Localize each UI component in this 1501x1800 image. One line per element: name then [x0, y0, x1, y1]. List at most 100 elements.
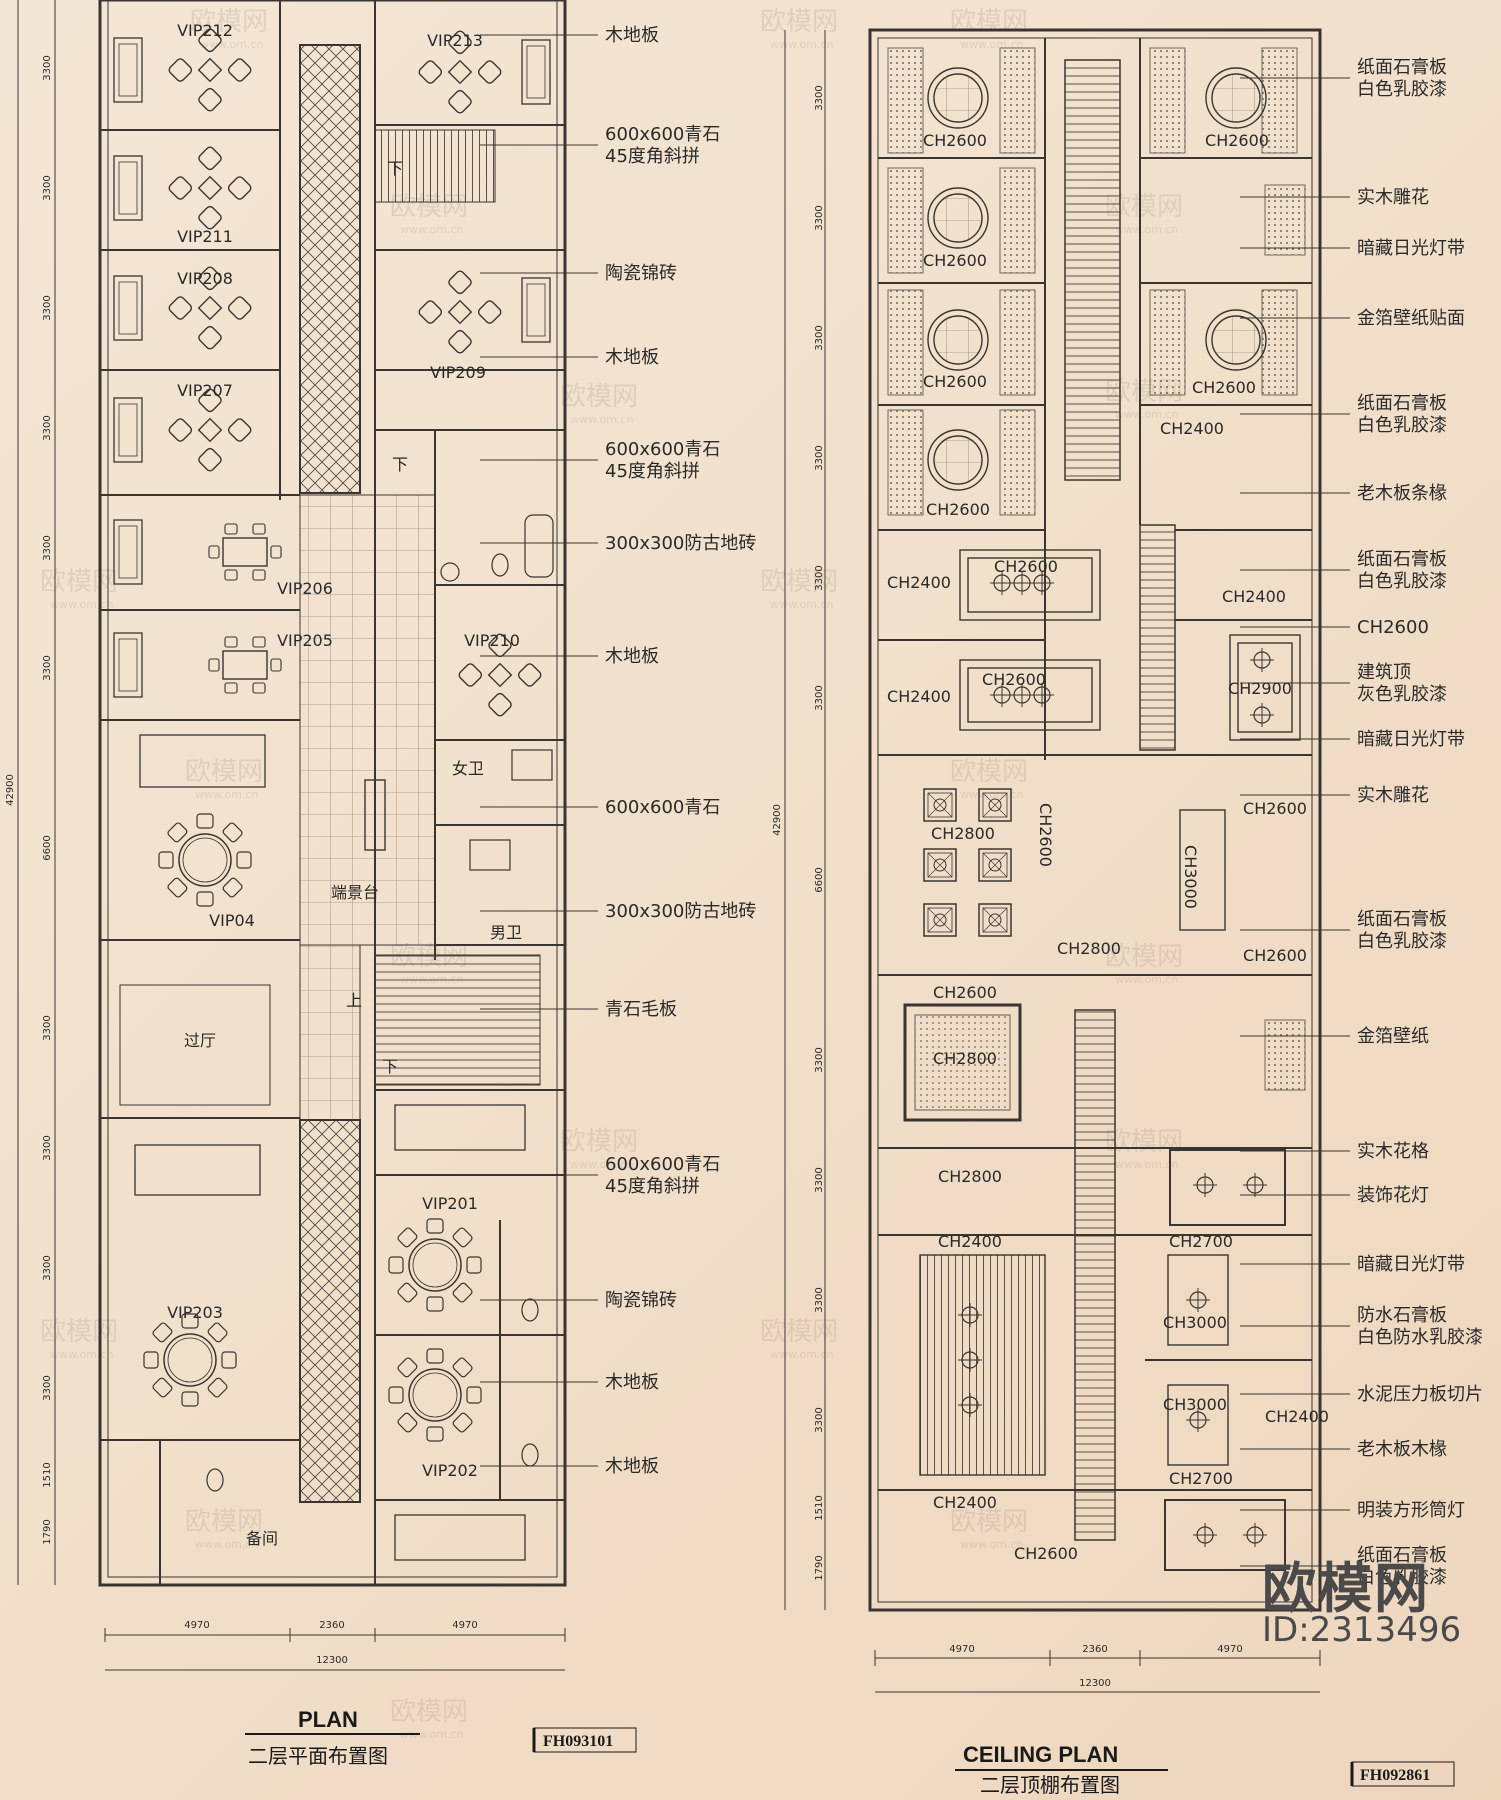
room-label-vip207: VIP207	[177, 381, 233, 400]
plan-title-en: PLAN	[298, 1707, 358, 1732]
ceiling-height-l2: CH2600	[1205, 131, 1269, 150]
ceiling-dim-10: 3300	[814, 1407, 825, 1432]
floor-plan	[98, 0, 567, 1587]
watermark-site-3: www.om.cn	[50, 598, 113, 611]
plan-callout-c8-line0: 600x600青石	[605, 797, 720, 818]
plan-dimension-labels: 3300330033003300330033006600330033003300…	[5, 55, 478, 1666]
ceiling-callout-k11-line0: 实木雕花	[1357, 785, 1429, 806]
ceiling-height-v1: CH2600	[1036, 803, 1055, 867]
ceiling-callout-k21-line1: 白色乳胶漆	[1357, 1567, 1447, 1588]
ceiling-dim-2: 3300	[814, 325, 825, 350]
ceiling-height-v2: CH3000	[1181, 845, 1200, 909]
plan-callout-c10-line0: 青石毛板	[605, 999, 677, 1020]
watermark-tile-18: 欧模网	[760, 7, 838, 37]
plan-dim-bottom-0: 4970	[184, 1620, 209, 1631]
room-label-vip213: VIP213	[427, 31, 483, 50]
plan-title-cn: 二层平面布置图	[248, 1744, 388, 1768]
ceiling-height-l11: CH2400	[887, 687, 951, 706]
ceiling-code: FH092861	[1360, 1767, 1430, 1784]
plan-callout-c12-line0: 陶瓷锦砖	[605, 1290, 677, 1311]
ceiling-callout-k12-line1: 白色乳胶漆	[1357, 931, 1447, 952]
watermark-site-1: www.om.cn	[400, 223, 463, 236]
plan-callout-c1-line0: 木地板	[605, 25, 659, 46]
ceiling-callout-k15-line0: 装饰花灯	[1357, 1185, 1429, 1206]
plan-dim-9: 3300	[42, 1255, 53, 1280]
watermark-tile-6: 欧模网	[950, 757, 1028, 787]
ceiling-height-l19: CH2800	[933, 1049, 997, 1068]
ceiling-callout-k5-line0: 纸面石膏板	[1357, 392, 1447, 414]
watermark-site-13: www.om.cn	[400, 1728, 463, 1741]
plan-dim-2: 3300	[42, 295, 53, 320]
ceiling-height-l20: CH2800	[938, 1167, 1002, 1186]
plan-callout-c4-line0: 木地板	[605, 347, 659, 368]
watermark-tile-5: 欧模网	[185, 757, 263, 787]
watermark-site-4: www.om.cn	[770, 598, 833, 611]
ceiling-callout-k17-line1: 白色防水乳胶漆	[1357, 1327, 1483, 1348]
plan-callout-c11-line0: 600x600青石	[605, 1154, 720, 1175]
plan-leaders	[480, 34, 598, 1467]
stair-mark-down3: 下	[382, 1057, 398, 1076]
plan-dim-10: 3300	[42, 1375, 53, 1400]
ceiling-callout-k17-line0: 防水石膏板	[1357, 1304, 1447, 1326]
room-label-lobby: 过厅	[184, 1031, 216, 1050]
watermark-tile-11: 欧模网	[185, 1507, 263, 1537]
ceiling-callout-k20-line0: 明装方形筒灯	[1357, 1500, 1465, 1521]
ceiling-callout-k2-line0: 实木雕花	[1357, 187, 1429, 208]
ceiling-dim-bottom-total: 12300	[1079, 1678, 1111, 1689]
ceiling-callout-k14-line0: 实木花格	[1357, 1141, 1429, 1162]
watermark-site-6: www.om.cn	[960, 788, 1023, 801]
plan-dim-8: 3300	[42, 1135, 53, 1160]
watermark-tile-8: 欧模网	[560, 1127, 638, 1157]
ceiling-title-cn: 二层顶棚布置图	[980, 1773, 1120, 1797]
plan-dim-total: 42900	[5, 774, 16, 806]
ceiling-height-l9: CH2600	[994, 557, 1058, 576]
ceiling-callout-k5-line1: 白色乳胶漆	[1357, 415, 1447, 436]
plan-callout-c13-line0: 木地板	[605, 1372, 659, 1393]
ceiling-callout-k8-line0: CH2600	[1357, 617, 1429, 638]
ceiling-callout-k16-line0: 暗藏日光灯带	[1357, 1254, 1465, 1275]
plan-callout-c2-line0: 600x600青石	[605, 124, 720, 145]
ceiling-dim-4: 3300	[814, 565, 825, 590]
plan-dim-1: 3300	[42, 175, 53, 200]
plan-dim-3: 3300	[42, 415, 53, 440]
ceiling-height-l7: CH2600	[926, 500, 990, 519]
plan-callout-c2-line1: 45度角斜拼	[605, 146, 700, 167]
room-label-vip203: VIP203	[167, 1303, 223, 1322]
plan-dim-4: 3300	[42, 535, 53, 560]
ceiling-plan	[868, 28, 1322, 1612]
ceiling-callout-k7-line1: 白色乳胶漆	[1357, 571, 1447, 592]
room-label-storage: 备间	[246, 1529, 278, 1548]
watermark-site-10: www.om.cn	[770, 1348, 833, 1361]
room-label-vip212: VIP212	[177, 21, 233, 40]
ceiling-callout-k3-line0: 暗藏日光灯带	[1357, 238, 1465, 259]
room-label-vip211: VIP211	[177, 227, 233, 246]
ceiling-callout-k21-line0: 纸面石膏板	[1357, 1544, 1447, 1566]
plan-callout-c9-line0: 300x300防古地砖	[605, 901, 756, 922]
ceiling-dim-3: 3300	[814, 445, 825, 470]
ceiling-dim-bottom-2: 4970	[1217, 1644, 1242, 1655]
plan-callout-c6-line0: 300x300防古地砖	[605, 533, 756, 554]
ceiling-callout-k13-line0: 金箔壁纸	[1357, 1026, 1429, 1047]
ceiling-dim-bottom-0: 4970	[949, 1644, 974, 1655]
watermark-tile-13: 欧模网	[390, 1697, 468, 1727]
watermark-site-18: www.om.cn	[770, 38, 833, 51]
watermark-site-8: www.om.cn	[570, 1158, 633, 1171]
ceiling-height-l22: CH2700	[1169, 1232, 1233, 1251]
watermark-site-5: www.om.cn	[195, 788, 258, 801]
plan-callout-c3-line0: 陶瓷锦砖	[605, 263, 677, 284]
ceiling-height-l8: CH2400	[887, 573, 951, 592]
ceiling-callout-k4-line0: 金箔壁纸贴面	[1357, 308, 1465, 329]
ceiling-dim-6: 6600	[814, 867, 825, 892]
room-label-vip202: VIP202	[422, 1461, 478, 1480]
watermark-site-11: www.om.cn	[195, 1538, 258, 1551]
plan-dim-11: 1510	[42, 1462, 53, 1487]
plan-dim-bottom-1: 2360	[319, 1620, 344, 1631]
ceiling-height-l16: CH2800	[1057, 939, 1121, 958]
room-label-male-wc: 男卫	[490, 923, 522, 942]
watermark-tile-2: 欧模网	[560, 382, 638, 412]
watermark-tile-3: 欧模网	[40, 567, 118, 597]
watermark-tile-17: 欧模网	[1105, 942, 1183, 972]
ceiling-height-l3: CH2600	[923, 251, 987, 270]
plan-room-labels: VIP212VIP211VIP208VIP207VIP206VIP205VIP0…	[167, 21, 522, 1548]
